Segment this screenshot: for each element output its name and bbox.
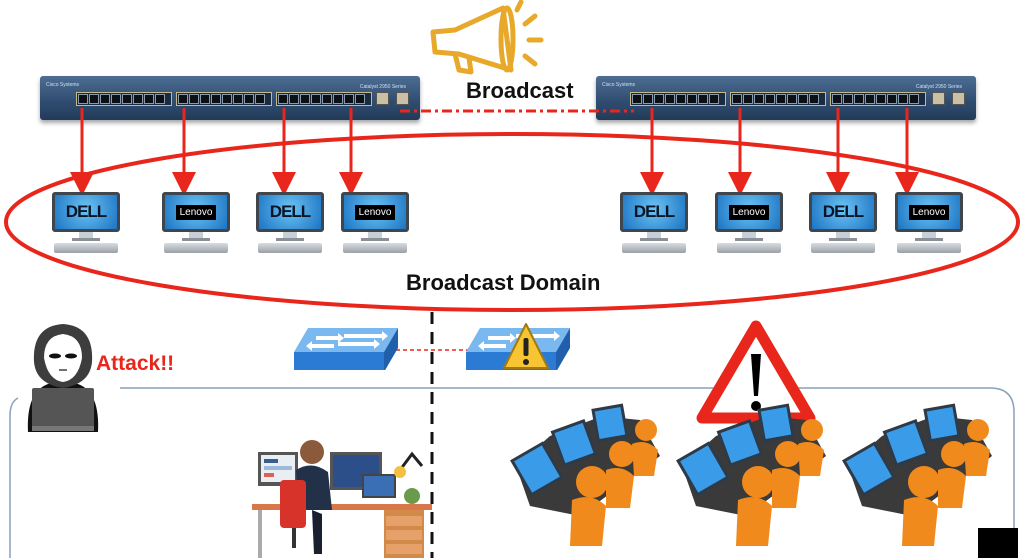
call-center-operators-icon [510,403,660,546]
port-bank [630,92,726,106]
ethernet-port [865,94,875,104]
ethernet-port [709,94,719,104]
ethernet-port [211,94,221,104]
ethernet-port [687,94,697,104]
pc-dell[interactable]: DELL [52,192,120,258]
ethernet-port [809,94,819,104]
broadcast-domain-ellipse [4,132,1020,312]
uplink-port [396,92,409,105]
ethernet-port [887,94,897,104]
ethernet-port [798,94,808,104]
layer2-switch-warning-icon[interactable] [466,322,570,370]
ethernet-port [632,94,642,104]
video-overlay-box [978,528,1018,558]
brand-logo: DELL [822,202,864,221]
call-center-operators-icon [842,403,992,546]
network-switch-right[interactable]: Cisco Systems Catalyst 2950 Series [596,76,976,120]
pc-lenovo[interactable]: Lenovo [341,192,409,258]
switch-brand: Cisco Systems [602,82,636,88]
ethernet-port [133,94,143,104]
ethernet-port [754,94,764,104]
uplink-port [932,92,945,105]
warning-triangle-icon [503,323,549,369]
brand-logo: DELL [65,202,107,221]
ethernet-port [676,94,686,104]
ethernet-port [200,94,210,104]
ethernet-port [654,94,664,104]
ethernet-port [322,94,332,104]
ethernet-port [843,94,853,104]
pc-lenovo[interactable]: Lenovo [162,192,230,258]
ethernet-port [278,94,288,104]
pc-dell[interactable]: DELL [809,192,877,258]
ethernet-port [222,94,232,104]
ethernet-port [732,94,742,104]
ethernet-port [155,94,165,104]
ethernet-port [122,94,132,104]
ethernet-port [178,94,188,104]
ethernet-port [743,94,753,104]
port-bank [730,92,826,106]
brand-logo: Lenovo [908,204,950,220]
ethernet-port [244,94,254,104]
megaphone-icon [430,0,544,75]
brand-logo: Lenovo [354,204,396,220]
developer-desk-icon [252,440,432,558]
layer2-switch-icon[interactable] [294,322,398,370]
broadcast-label: Broadcast [466,78,574,103]
ethernet-port [832,94,842,104]
ethernet-port [776,94,786,104]
hacker-icon [27,324,99,432]
ethernet-port [643,94,653,104]
ethernet-port [909,94,919,104]
ethernet-port [189,94,199,104]
uplink-port [376,92,389,105]
network-frame [9,387,1015,558]
ethernet-port [111,94,121,104]
ethernet-port [333,94,343,104]
ethernet-port [144,94,154,104]
ethernet-port [233,94,243,104]
ethernet-port [854,94,864,104]
switch-model: Catalyst 2950 Series [915,84,962,90]
pc-lenovo[interactable]: Lenovo [715,192,783,258]
port-bank [176,92,272,106]
ethernet-port [876,94,886,104]
ethernet-port [100,94,110,104]
brand-logo: Lenovo [728,204,770,220]
ethernet-port [765,94,775,104]
network-switch-left[interactable]: Cisco Systems Catalyst 2950 Series [40,76,420,120]
brand-logo: Lenovo [175,204,217,220]
ethernet-port [89,94,99,104]
pc-dell[interactable]: DELL [256,192,324,258]
pc-lenovo[interactable]: Lenovo [895,192,963,258]
ethernet-port [78,94,88,104]
warning-triangle-icon [696,320,816,424]
ethernet-port [698,94,708,104]
ethernet-port [344,94,354,104]
broadcast-domain-label: Broadcast Domain [406,270,601,295]
switch-model: Catalyst 2950 Series [359,84,406,90]
pc-dell[interactable]: DELL [620,192,688,258]
switch-brand: Cisco Systems [46,82,80,88]
ethernet-port [787,94,797,104]
port-bank [830,92,926,106]
brand-logo: DELL [633,202,675,221]
ethernet-port [665,94,675,104]
port-bank [276,92,372,106]
ethernet-port [898,94,908,104]
ethernet-port [311,94,321,104]
brand-logo: DELL [269,202,311,221]
port-bank [76,92,172,106]
ethernet-port [255,94,265,104]
ethernet-port [355,94,365,104]
call-center-operators-icon [676,403,826,546]
ethernet-port [300,94,310,104]
ethernet-port [289,94,299,104]
uplink-port [952,92,965,105]
attack-label: Attack!! [96,352,175,375]
